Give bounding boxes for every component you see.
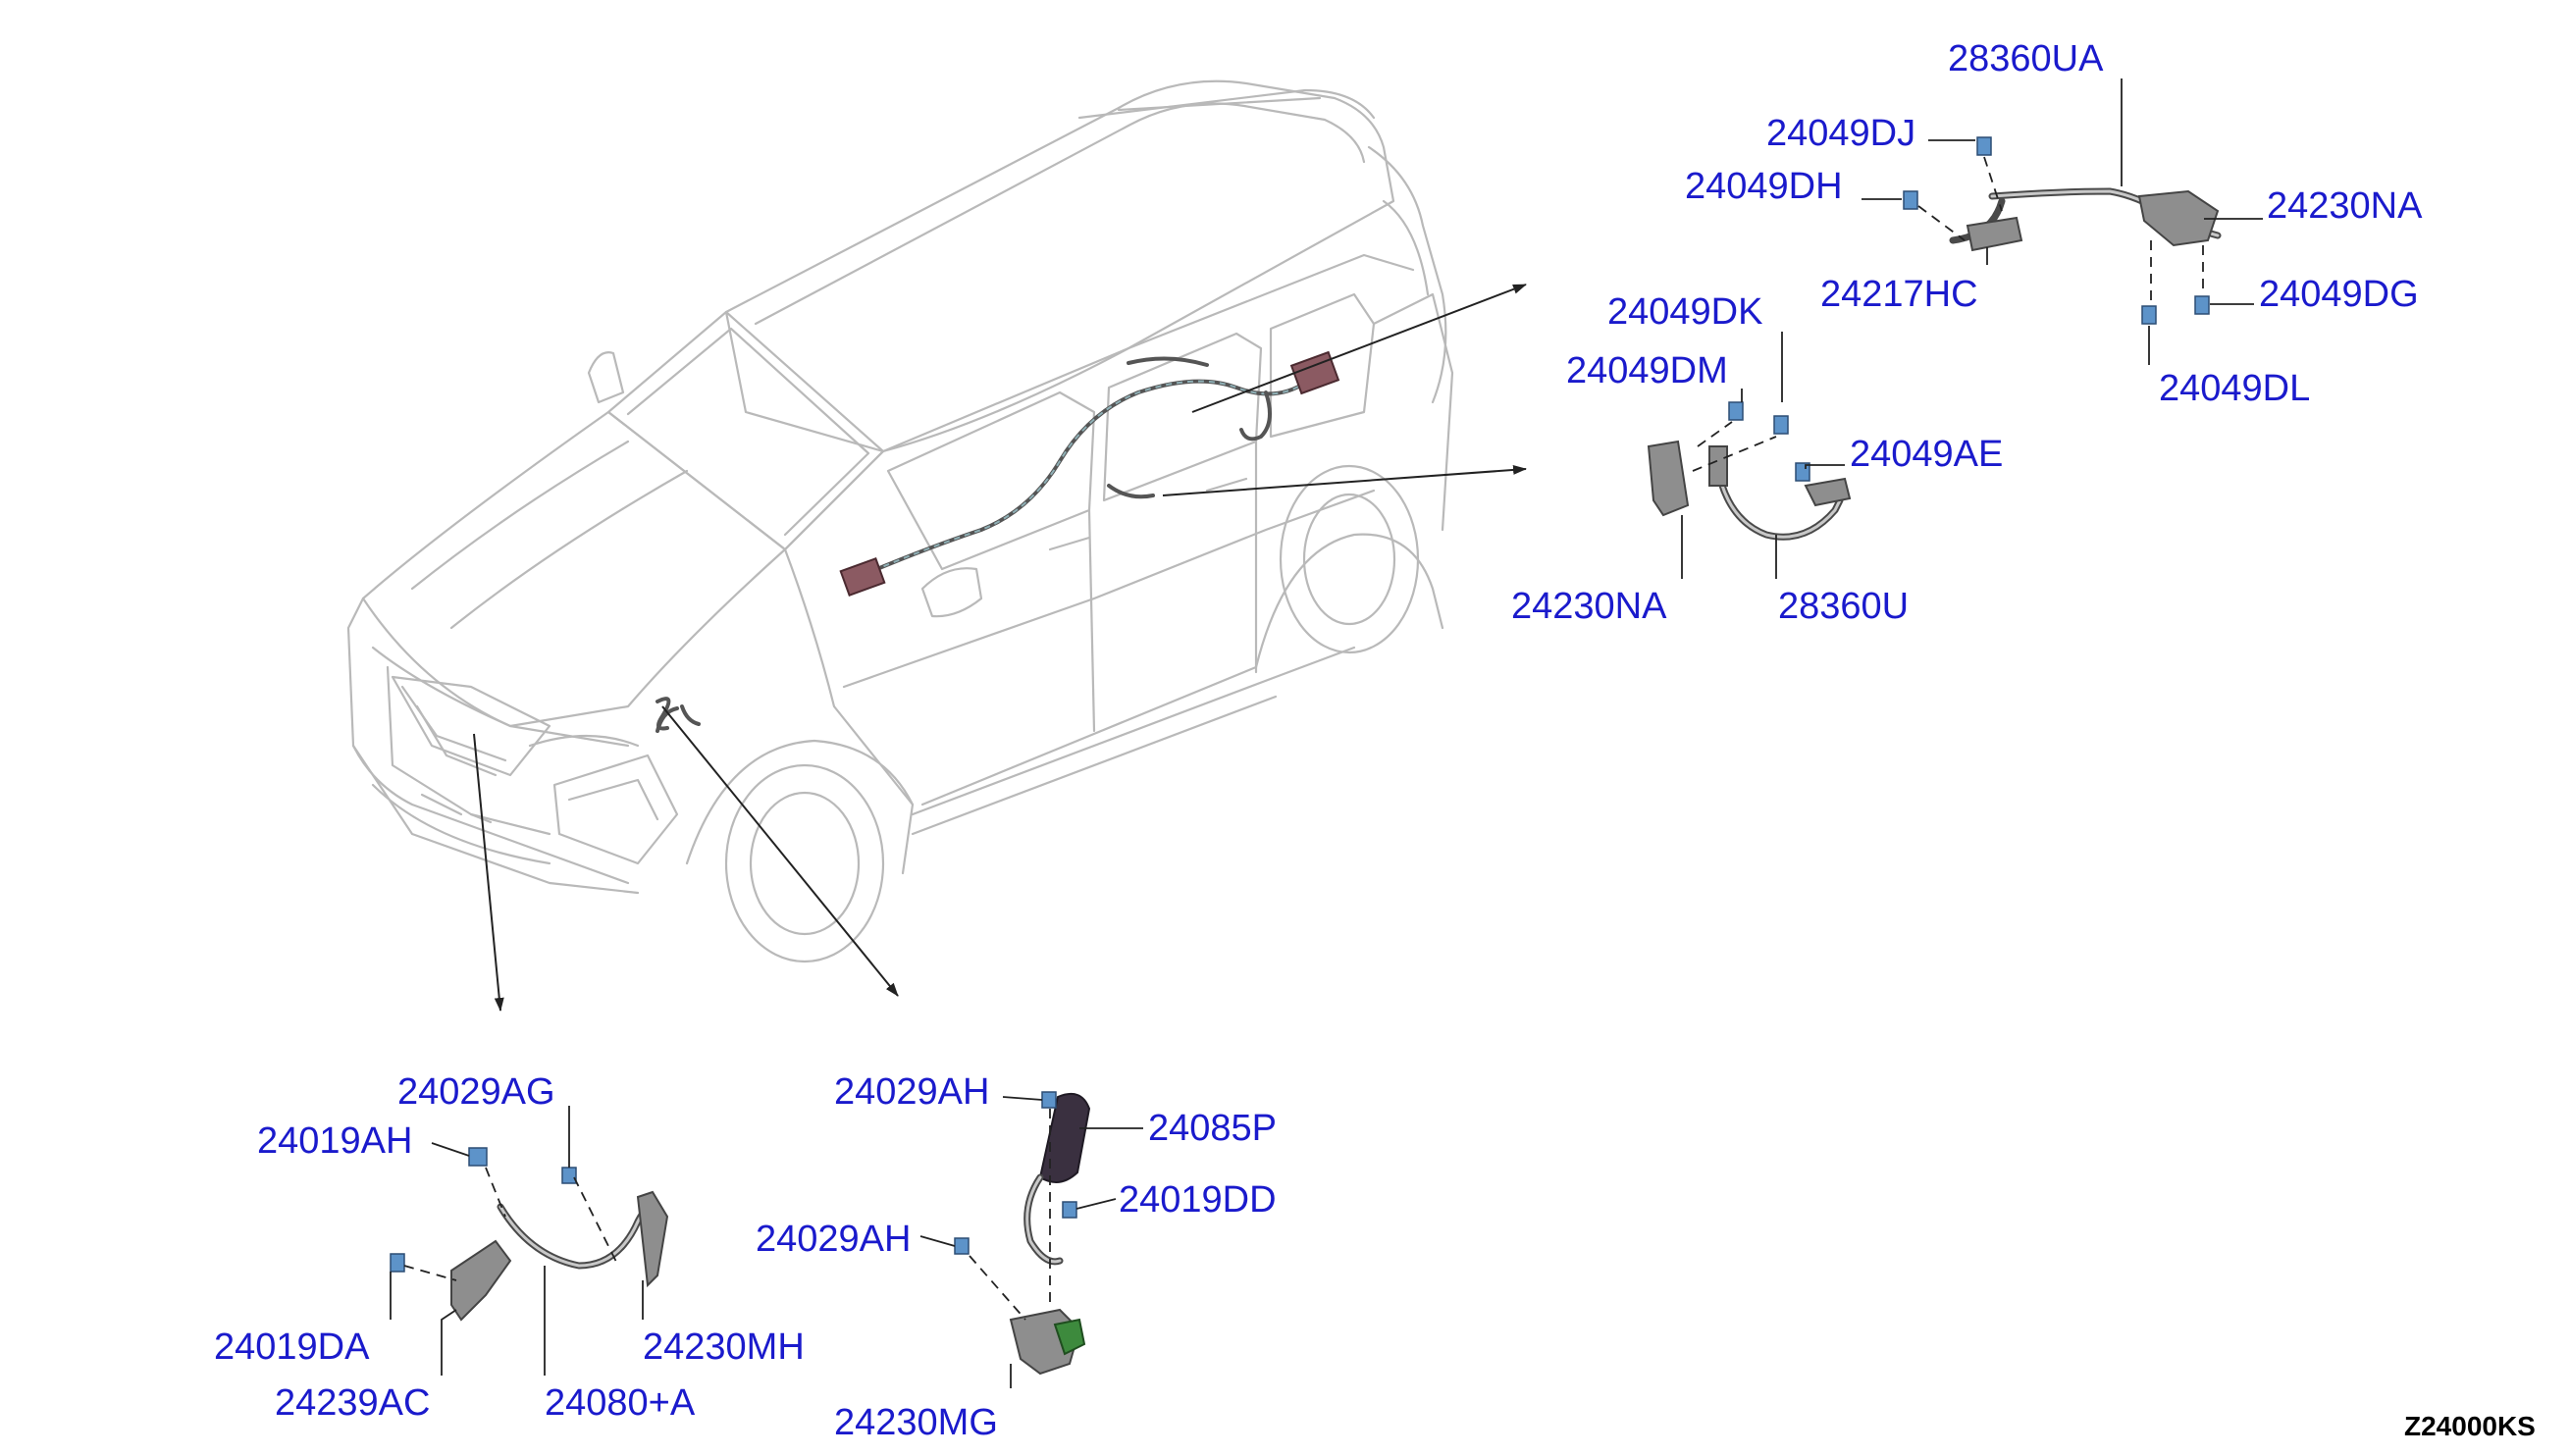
part-label: 24085P <box>1148 1108 1277 1149</box>
part-label: 28360UA <box>1948 38 2104 79</box>
part-label: 24217HC <box>1820 274 1978 315</box>
leader-lines <box>390 78 2263 1388</box>
diagram-code: Z24000KS <box>2404 1411 2536 1441</box>
part-label: 24049DM <box>1566 350 1728 391</box>
part-label: 24080+A <box>545 1382 696 1424</box>
parts-group-front-right <box>954 1091 1091 1376</box>
part-labels: 28360UA 24049DJ 24049DH 24230NA 24217HC … <box>214 38 2423 1443</box>
vehicle-harness <box>656 350 1340 733</box>
part-label: 24049DH <box>1685 166 1843 207</box>
part-label: 24239AC <box>275 1382 430 1424</box>
part-label: 24049DK <box>1607 291 1762 333</box>
parts-group-rear-lower <box>1647 401 1852 541</box>
callout-arrows <box>473 284 1527 1012</box>
vehicle-outline <box>346 79 1454 963</box>
part-label: 24230NA <box>1511 586 1667 627</box>
part-label: 24019AH <box>257 1120 412 1162</box>
part-label: 24029AH <box>756 1219 911 1260</box>
part-label: 28360U <box>1778 586 1909 627</box>
part-label: 24019DD <box>1119 1179 1277 1221</box>
parts-group-rear-upper <box>1903 136 2222 325</box>
parts-group-front-left <box>390 1147 669 1322</box>
part-label: 24049DL <box>2159 368 2310 409</box>
part-label: 24230NA <box>2267 185 2423 227</box>
part-label: 24049DG <box>2259 274 2419 315</box>
part-label: 24049DJ <box>1766 113 1915 154</box>
part-label: 24029AH <box>834 1071 989 1113</box>
part-label: 24230MH <box>643 1326 805 1368</box>
part-label: 24029AG <box>397 1071 555 1113</box>
part-label: 24019DA <box>214 1326 370 1368</box>
part-label: 24049AE <box>1850 434 2003 475</box>
part-label: 24230MG <box>834 1402 998 1443</box>
